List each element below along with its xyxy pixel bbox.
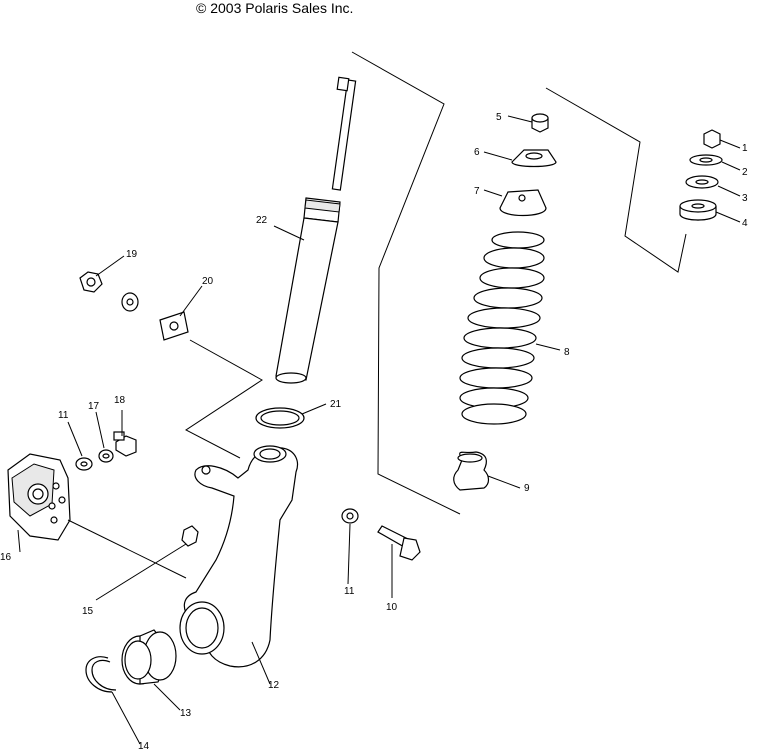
callout-22: 22 [256, 215, 268, 226]
callout-1: 1 [742, 143, 748, 154]
brake-caliper [7, 453, 71, 541]
callout-15: 15 [82, 606, 94, 617]
callout-12: 12 [268, 680, 280, 691]
bushing-4 [679, 199, 717, 221]
washer-upper-left [121, 292, 139, 312]
bolt-10 [377, 525, 421, 561]
strut-shock-absorber [275, 76, 357, 384]
washer-17 [98, 449, 114, 463]
washer-11-right [341, 508, 359, 524]
coil-spring [459, 231, 545, 425]
callout-11-left: 11 [58, 410, 69, 421]
callout-10: 10 [386, 602, 398, 613]
callout-20: 20 [202, 276, 214, 287]
assembly-line-top-hardware [545, 87, 687, 273]
top-nut [531, 113, 549, 133]
spring-seat [499, 189, 547, 217]
washer-2 [689, 154, 723, 166]
wheel-bearing [121, 629, 177, 685]
callout-8: 8 [564, 347, 570, 358]
leader-caliper [67, 519, 187, 579]
callout-11-right: 11 [344, 586, 355, 597]
callout-4: 4 [742, 218, 748, 229]
seal-ring [255, 407, 305, 429]
bump-stop [453, 451, 490, 491]
steering-knuckle [179, 445, 299, 668]
callout-16: 16 [0, 552, 12, 563]
clip [159, 311, 189, 341]
nut [79, 271, 103, 293]
callout-18: 18 [114, 395, 126, 406]
assembly-line-strut-top [351, 51, 461, 515]
copyright-notice: © 2003 Polaris Sales Inc. [196, 0, 354, 16]
snap-ring [85, 656, 117, 693]
callout-9: 9 [524, 483, 530, 494]
callout-13: 13 [180, 708, 192, 719]
assembly-line-knuckle [185, 339, 263, 459]
callout-3: 3 [742, 193, 748, 204]
callout-17: 17 [88, 401, 100, 412]
callout-7: 7 [474, 186, 480, 197]
washer-11-left [75, 457, 93, 471]
bolt-15 [181, 525, 199, 547]
bolt-18 [113, 431, 137, 457]
callout-6: 6 [474, 147, 480, 158]
callout-5: 5 [496, 112, 502, 123]
callout-labels: 1 2 3 4 5 6 7 8 9 10 11 11 12 13 14 15 1… [0, 112, 748, 752]
callout-19: 19 [126, 249, 138, 260]
leader-lines [17, 115, 741, 745]
callout-2: 2 [742, 167, 748, 178]
washer-3 [685, 175, 719, 189]
upper-spring-seat [511, 149, 557, 168]
callout-21: 21 [330, 399, 342, 410]
nut-1 [703, 129, 721, 149]
callout-14: 14 [138, 741, 150, 751]
